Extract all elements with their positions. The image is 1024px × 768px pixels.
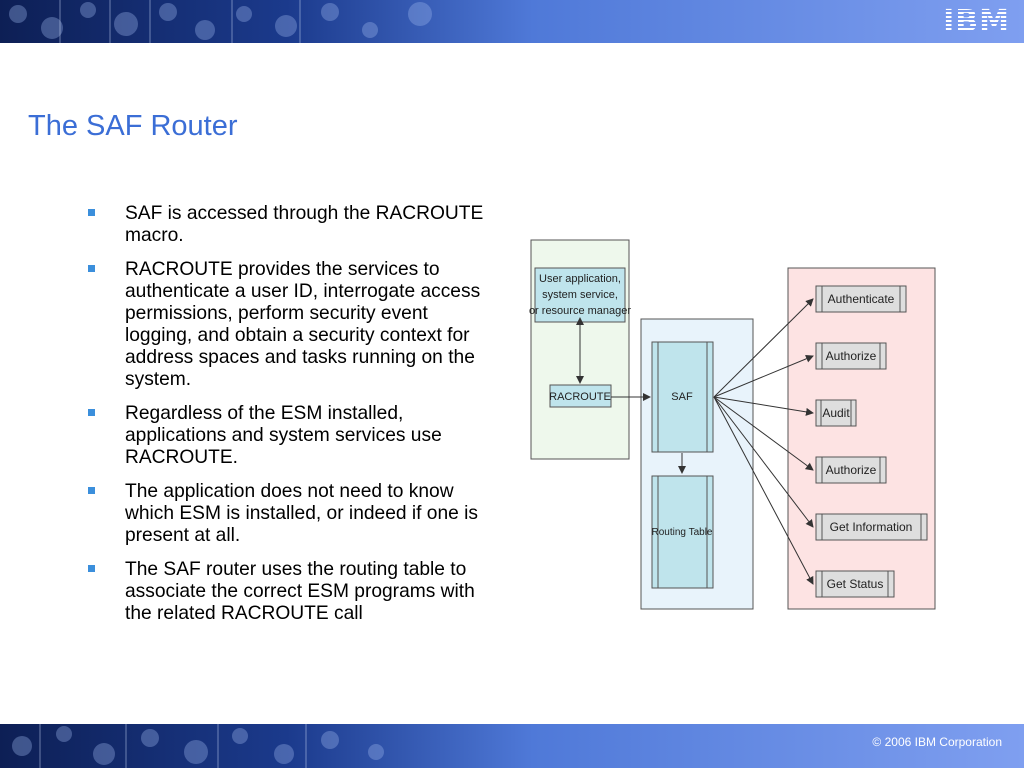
service-panel: [787, 267, 936, 610]
bullet-text: SAF is accessed through the RACROUTE mac…: [125, 203, 484, 246]
service-label: Get Status: [827, 577, 884, 591]
bullet-text: The application does not need to know wh…: [125, 481, 479, 546]
bullet-text: Regardless of the ESM installed, applica…: [125, 403, 442, 468]
service-label: Authorize: [826, 349, 877, 363]
saf-box: [651, 341, 714, 453]
service-authenticate: Authenticate: [815, 285, 907, 313]
footer-band: [0, 724, 1024, 768]
bullet-square-icon: [88, 265, 95, 272]
fan-out-arrows: [713, 298, 814, 585]
service-label: Get Information: [830, 520, 913, 534]
racroute-box: [549, 384, 612, 408]
list-item: RACROUTE provides the services to authen…: [88, 259, 498, 391]
copyright-text: © 2006 IBM Corporation: [872, 735, 1002, 749]
routing-table-box: [651, 475, 714, 589]
list-item: The application does not need to know wh…: [88, 481, 498, 547]
list-item: The SAF router uses the routing table to…: [88, 559, 498, 625]
bullet-text: RACROUTE provides the services to authen…: [125, 259, 481, 390]
racroute-label: RACROUTE: [549, 391, 611, 403]
bullet-square-icon: [88, 209, 95, 216]
bullet-text: The SAF router uses the routing table to…: [125, 559, 475, 624]
header-band: IBM: [0, 0, 1024, 43]
bullet-square-icon: [88, 487, 95, 494]
list-item: SAF is accessed through the RACROUTE mac…: [88, 203, 498, 247]
bullet-square-icon: [88, 565, 95, 572]
caller-box: [534, 267, 626, 323]
service-authorize: Authorize: [815, 456, 887, 484]
service-label: Authorize: [826, 463, 877, 477]
service-get-status: Get Status: [815, 570, 895, 598]
service-audit: Audit: [815, 399, 857, 427]
ibm-logo: IBM: [943, 4, 1010, 39]
service-label: Audit: [822, 406, 850, 420]
caller-line-2: system service,: [542, 289, 618, 301]
page-title: The SAF Router: [28, 110, 238, 142]
bullet-square-icon: [88, 409, 95, 416]
service-authorize: Authorize: [815, 342, 887, 370]
bullet-list: SAF is accessed through the RACROUTE mac…: [88, 203, 498, 637]
caller-line-1: User application,: [539, 273, 621, 285]
routing-table-label: Routing Table: [652, 527, 713, 538]
header-decoration: [9, 0, 432, 43]
service-get-information: Get Information: [815, 513, 928, 541]
footer-decoration: [12, 724, 384, 768]
caller-line-3: or resource manager: [529, 305, 631, 317]
saf-label: SAF: [671, 391, 693, 403]
list-item: Regardless of the ESM installed, applica…: [88, 403, 498, 469]
service-label: Authenticate: [828, 292, 895, 306]
